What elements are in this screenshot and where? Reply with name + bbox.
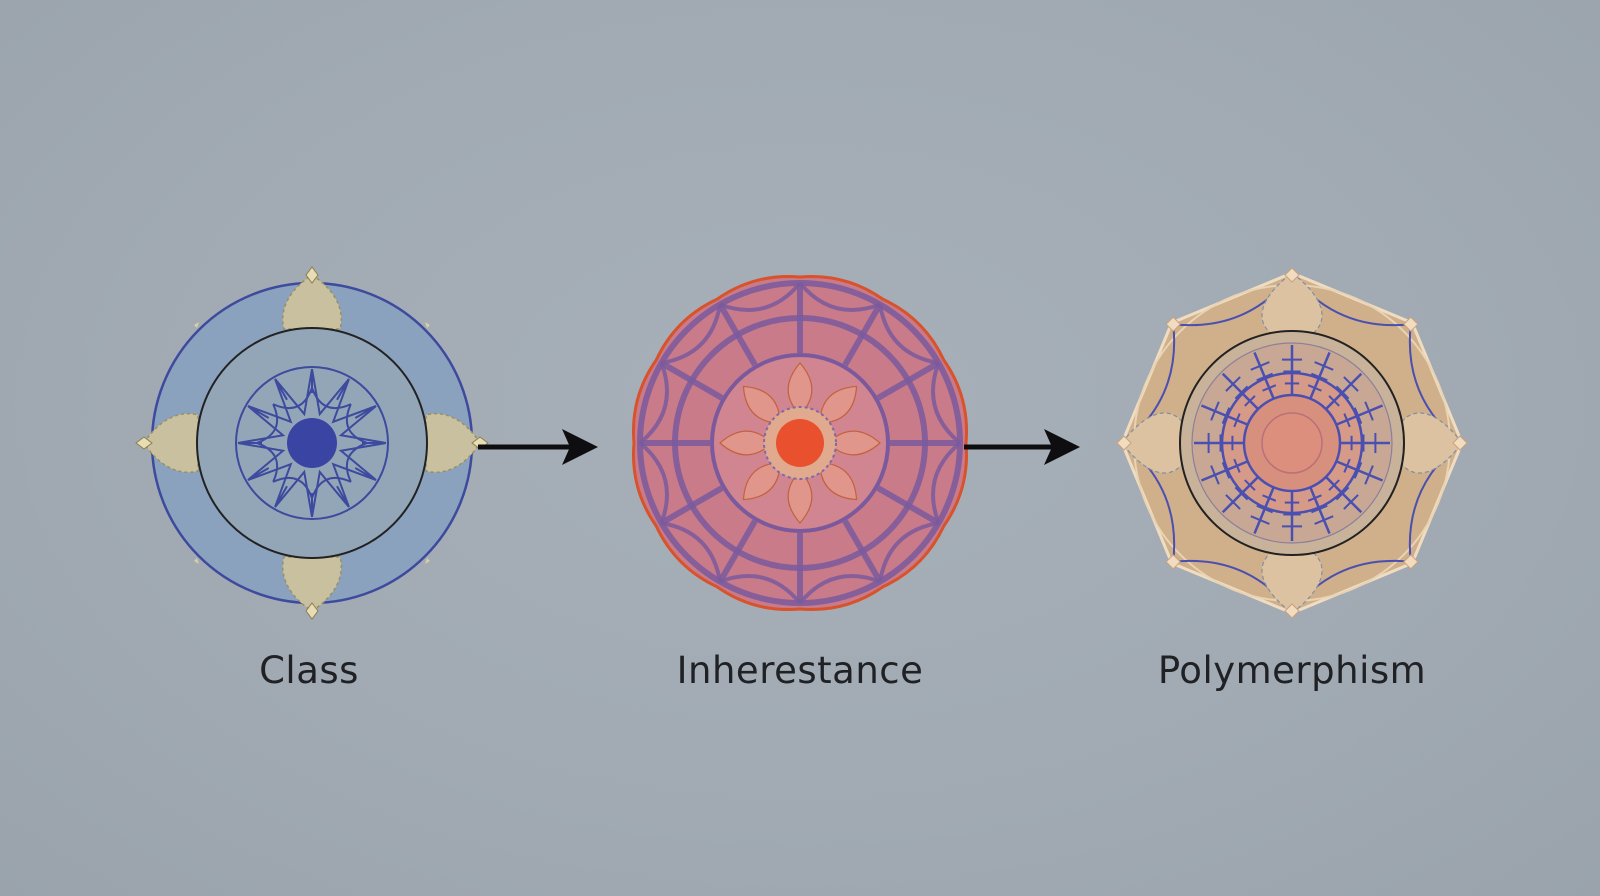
polymorphism-label: Polymerphism (1157, 649, 1427, 692)
arrow-class-to-inheritance (478, 429, 598, 465)
inheritance-node (632, 275, 968, 611)
red-mandala-icon (632, 275, 968, 611)
class-node (135, 266, 489, 620)
class-label: Class (259, 649, 359, 692)
tan-mandala-icon (1116, 267, 1468, 619)
inheritance-label: Inherestance (676, 649, 924, 692)
polymorphism-node (1116, 267, 1468, 619)
blue-mandala-icon (135, 266, 489, 620)
arrow-inheritance-to-polymorphism (964, 429, 1080, 465)
